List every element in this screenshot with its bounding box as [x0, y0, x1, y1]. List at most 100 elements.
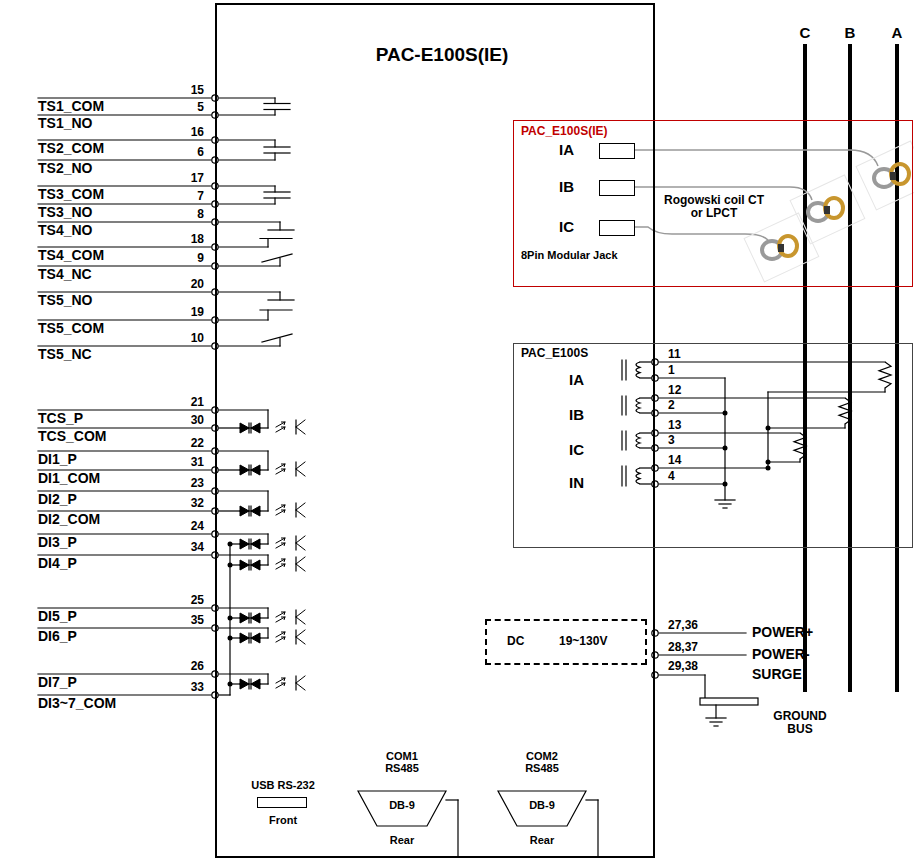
jack-socket [599, 143, 635, 159]
wire [240, 469, 260, 470]
signal-name: TCS_COM [38, 429, 106, 444]
wire [267, 491, 268, 511]
contact-plate [268, 299, 294, 300]
node-text: DB-9 [529, 799, 555, 811]
phototransistor [296, 630, 305, 637]
pin-number: 22 [191, 437, 204, 450]
phototransistor [296, 462, 305, 469]
node-text: Rogowski coil CT or LPCT [658, 194, 770, 220]
light-arrow [276, 505, 285, 510]
contact-plate [264, 146, 290, 147]
phototransistor [296, 510, 305, 517]
pin-number: 16 [191, 126, 204, 139]
terminal-pin [652, 465, 658, 471]
wire [640, 377, 651, 378]
wire [267, 451, 268, 470]
wire [219, 490, 268, 491]
jack-socket [599, 220, 635, 236]
signal-name: DI2_P [38, 492, 77, 507]
light-arrow-head [281, 637, 285, 640]
wire [240, 427, 260, 428]
modular-jack: IA [559, 141, 637, 161]
light-arrow [276, 510, 285, 515]
wire [219, 554, 268, 555]
wire [219, 319, 268, 320]
phototransistor [296, 536, 305, 543]
node-text: DB-9 [389, 799, 415, 811]
contact-plate [260, 238, 292, 239]
ct-core [625, 431, 626, 450]
pin-number: 11 [668, 348, 681, 361]
power-label: SURGE [752, 667, 802, 682]
wire [724, 378, 725, 500]
wire [219, 246, 268, 247]
light-arrow-head [281, 683, 285, 686]
wire [219, 97, 275, 98]
light-arrow [276, 427, 285, 432]
rogowski-input-panel: PAC_E100S(IE)Rogowski coil CT or LPCT8Pi… [513, 120, 913, 287]
node-text: IN [569, 475, 584, 492]
signal-name: TS2_NO [38, 161, 92, 176]
ct-winding [636, 468, 640, 484]
ground-symbol [723, 507, 727, 508]
light-arrow-head [281, 559, 285, 562]
wire [260, 543, 268, 544]
coil-clasp [890, 172, 896, 180]
contact-plate [268, 229, 294, 230]
wire [659, 412, 725, 413]
junction-dot [228, 682, 233, 687]
light-arrow-head [281, 678, 285, 681]
light-arrow [276, 678, 285, 683]
signal-name: DI1_P [38, 452, 77, 467]
wire [219, 510, 240, 511]
light-arrow [276, 538, 285, 543]
terminal-pin [652, 430, 658, 436]
pin-number: 15 [191, 84, 204, 97]
light-arrow [276, 422, 285, 427]
wire [219, 409, 268, 410]
signal-name: TS4_COM [38, 248, 104, 263]
phototransistor [296, 543, 305, 550]
wire [219, 607, 268, 608]
node-text: Rear [390, 834, 414, 846]
pin-number: 26 [191, 660, 204, 673]
light-arrow [276, 564, 285, 569]
wire [219, 673, 268, 674]
wire [267, 555, 268, 565]
rogowski-coil [891, 164, 909, 184]
power-label: 28,37 [668, 641, 698, 654]
wire [219, 139, 275, 140]
power-label: 27,36 [668, 619, 698, 632]
phototransistor [296, 637, 305, 644]
terminal-pin [652, 375, 658, 381]
pin-number: 30 [191, 414, 204, 427]
signal-name: DI7_P [38, 675, 77, 690]
pin-number: 1 [668, 364, 675, 377]
ground-bus-bar [700, 698, 758, 705]
ct-winding [636, 362, 640, 378]
power-label: GROUND BUS [765, 710, 835, 736]
pin-number: 14 [668, 454, 681, 467]
wire [279, 292, 280, 300]
pin-number: 20 [191, 278, 204, 291]
node-label: PAC_E100S(IE) [521, 125, 607, 138]
wire [640, 467, 651, 468]
wire [240, 543, 260, 544]
phototransistor [296, 564, 305, 571]
pin-number: 25 [191, 594, 204, 607]
ct-core [621, 360, 622, 380]
wire [279, 258, 280, 266]
light-arrow-head [281, 612, 285, 615]
wire [640, 412, 651, 413]
wire [659, 674, 705, 675]
wire [267, 410, 268, 428]
wire [240, 564, 260, 565]
power-label: 29,38 [668, 660, 698, 673]
wire [267, 534, 268, 544]
signal-name: DI6_P [38, 629, 77, 644]
wire [260, 683, 268, 684]
signal-name: TCS_P [38, 411, 83, 426]
wire [219, 469, 240, 470]
wire [274, 110, 275, 116]
